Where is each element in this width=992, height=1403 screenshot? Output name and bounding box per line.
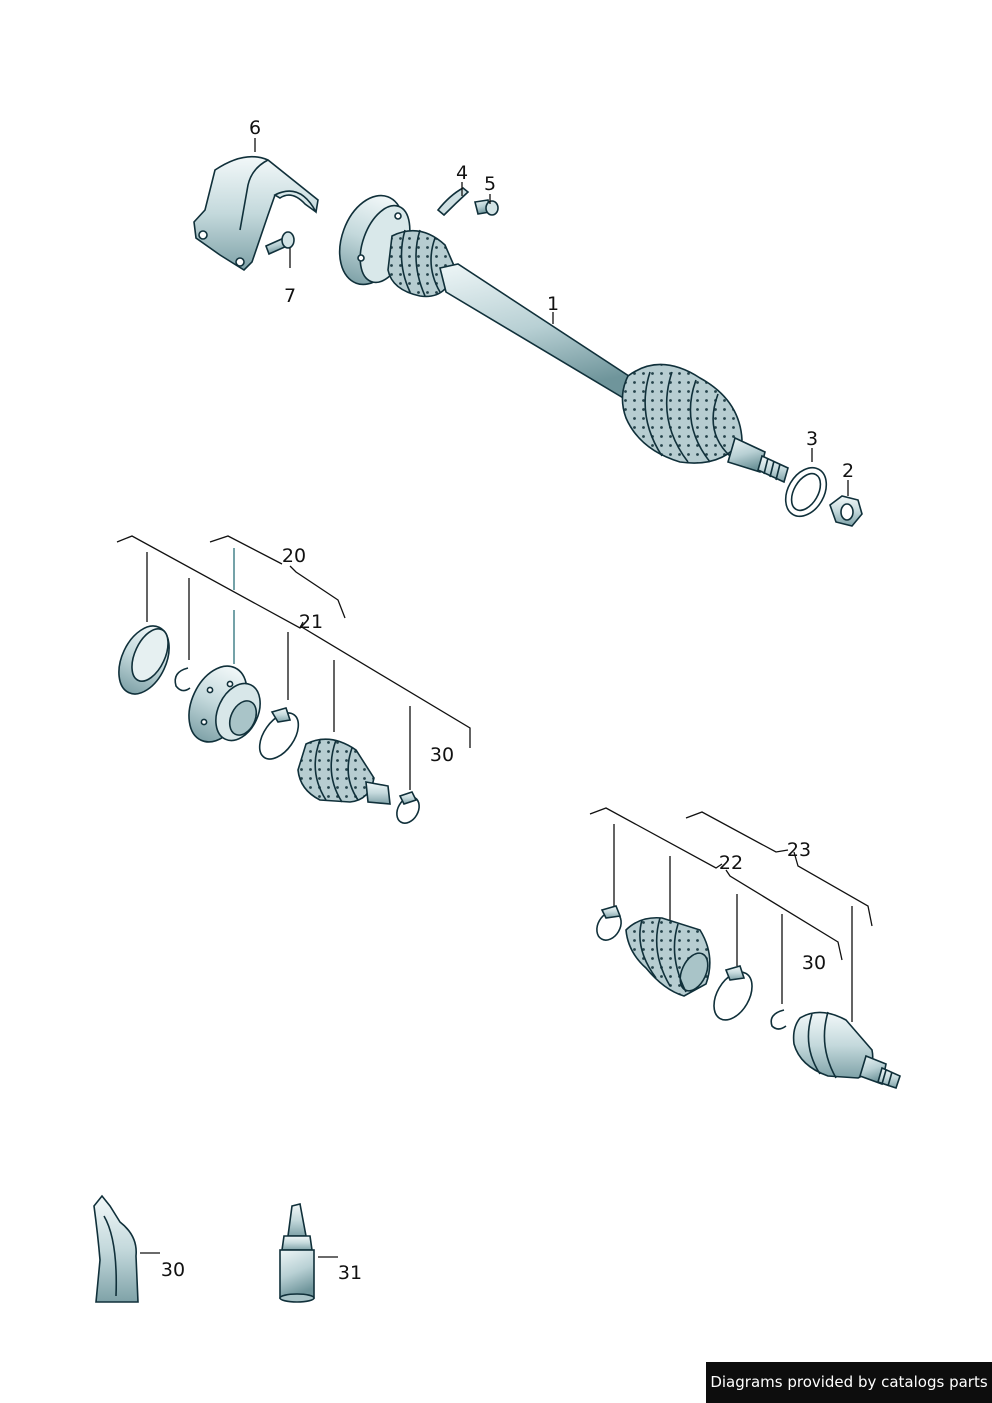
callout-22: 22 [719,852,743,874]
callout-5: 5 [484,173,496,195]
drive-shaft-part-1 [338,194,789,484]
callout-21: 21 [299,611,323,633]
bolt-part-7 [264,231,295,256]
screw-part-5 [474,199,499,216]
callout-4: 4 [456,162,468,184]
callout-6: 6 [249,117,261,139]
hex-nut-part-2 [829,495,863,527]
sealant-bottle-part-31 [279,1203,315,1303]
callout-30-a: 30 [430,744,454,766]
heat-shield-part-6 [193,155,319,272]
callout-20: 20 [282,545,306,567]
circlip-part-4 [436,187,470,217]
seal-ring-part-3 [784,466,828,518]
inner-joint-kit-group [116,535,471,824]
outer-joint-kit-group [589,807,901,1090]
callout-7: 7 [284,285,296,307]
callout-2: 2 [842,460,854,482]
grease-tube-part-30 [93,1194,139,1303]
callout-31: 31 [338,1262,362,1284]
callout-1: 1 [547,293,559,315]
callout-30-b: 30 [802,952,826,974]
callout-23: 23 [787,839,811,861]
callout-3: 3 [806,428,818,450]
credit-banner: Diagrams provided by catalogs parts [706,1362,992,1403]
callout-30-c: 30 [161,1259,185,1281]
